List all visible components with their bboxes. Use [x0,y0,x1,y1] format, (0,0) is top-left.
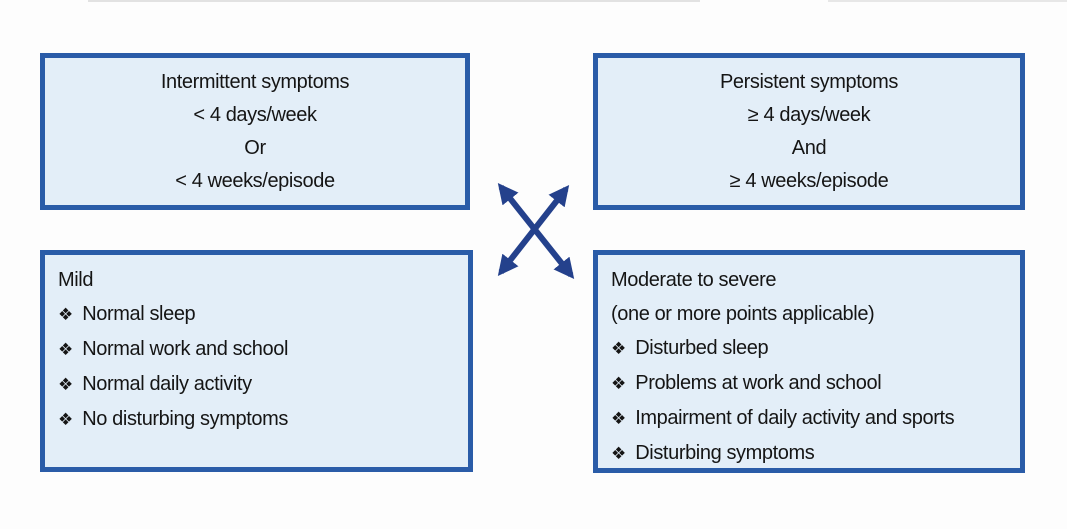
diamond-bullet-icon: ❖ [58,410,74,430]
mild-bullet-list: ❖ Normal sleep ❖ Normal work and school … [58,297,462,437]
diamond-bullet-icon: ❖ [58,340,74,360]
box-line: ≥ 4 weeks/episode [729,169,889,192]
box-line: Intermittent symptoms [160,70,350,93]
diamond-bullet-icon: ❖ [611,374,627,394]
moderate-bullet-list: ❖ Disturbed sleep ❖ Problems at work and… [611,331,1014,471]
diamond-bullet-icon: ❖ [611,339,627,359]
list-item: ❖ Disturbing symptoms [611,436,1014,471]
diamond-bullet-icon: ❖ [611,409,627,429]
box-subtitle: (one or more points applicable) [611,303,875,325]
box-mild: Mild ❖ Normal sleep ❖ Normal work and sc… [40,250,473,472]
bullet-text: Impairment of daily activity and sports [635,407,955,429]
bullet-text: No disturbing symptoms [82,408,288,430]
box-intermittent-symptoms: Intermittent symptoms < 4 days/week Or <… [40,53,470,210]
list-item: ❖ No disturbing symptoms [58,402,462,437]
double-arrow-right-to-left [497,184,570,277]
box-line: Persistent symptoms [719,70,898,93]
scan-artifact-line [88,0,700,2]
box-line: And [791,136,827,159]
list-item: ❖ Normal sleep [58,297,462,332]
box-line: Or [244,136,266,159]
box-title: Mild [58,269,94,291]
list-item: ❖ Disturbed sleep [611,331,1014,366]
bullet-text: Normal daily activity [82,373,252,395]
bullet-text: Normal sleep [82,303,196,325]
bullet-text: Problems at work and school [635,372,882,394]
box-title: Moderate to severe [611,269,777,291]
list-item: ❖ Normal work and school [58,332,462,367]
list-item: ❖ Normal daily activity [58,367,462,402]
box-line: < 4 days/week [193,103,317,126]
box-moderate-to-severe: Moderate to severe (one or more points a… [593,250,1025,473]
box-persistent-symptoms: Persistent symptoms ≥ 4 days/week And ≥ … [593,53,1025,210]
box-line: ≥ 4 days/week [747,103,871,126]
list-item: ❖ Problems at work and school [611,366,1014,401]
diamond-bullet-icon: ❖ [58,305,74,325]
list-item: ❖ Impairment of daily activity and sport… [611,401,1014,436]
scan-artifact-line [828,0,1067,2]
bullet-text: Disturbed sleep [635,337,769,359]
box-line: < 4 weeks/episode [175,169,335,192]
bullet-text: Disturbing symptoms [635,442,815,464]
crossed-double-arrows [497,183,575,279]
diamond-bullet-icon: ❖ [611,444,627,464]
diamond-bullet-icon: ❖ [58,375,74,395]
bullet-text: Normal work and school [82,338,288,360]
